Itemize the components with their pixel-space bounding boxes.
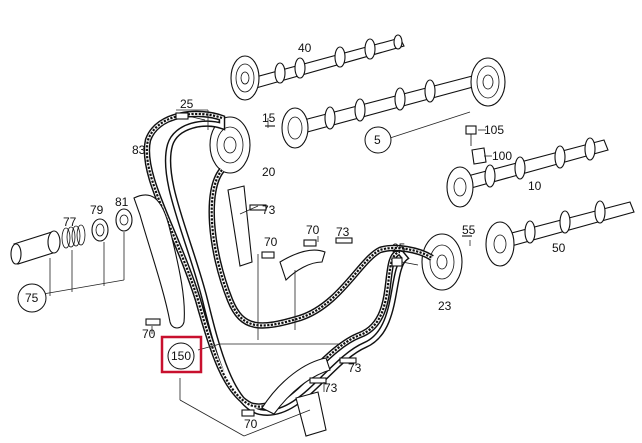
- callout-5-circle: [364, 126, 392, 154]
- pin-70-mid[interactable]: [261, 251, 275, 259]
- camshaft-10[interactable]: [459, 137, 609, 191]
- label-100: 100: [492, 149, 512, 163]
- callout-75-circle: [17, 283, 47, 313]
- label-105: 105: [484, 123, 504, 137]
- bolt-25-lower[interactable]: [391, 257, 419, 267]
- label-5: 5: [374, 133, 381, 147]
- label-81: 81: [115, 195, 129, 209]
- label-75: 75: [25, 291, 39, 305]
- label-15: 15: [262, 111, 276, 125]
- sprocket-15[interactable]: [281, 107, 309, 149]
- timing-chain-83[interactable]: [143, 110, 434, 416]
- tensioning-rail[interactable]: [133, 194, 185, 329]
- label-20: 20: [262, 165, 276, 179]
- cam-adjuster-5[interactable]: [470, 57, 506, 107]
- pin-73-lower-1[interactable]: [339, 357, 357, 364]
- leader-lines: [19, 109, 492, 437]
- label-73-lower-1: 73: [348, 361, 362, 375]
- pin-73-upper[interactable]: [249, 204, 267, 211]
- label-40: 40: [298, 41, 312, 55]
- bolt-25-upper[interactable]: [175, 112, 206, 121]
- pin-73-right[interactable]: [335, 237, 353, 244]
- callout-150-highlight: [160, 335, 203, 374]
- label-150: 150: [171, 349, 191, 363]
- sprocket-10[interactable]: [446, 166, 474, 208]
- label-70-mid: 70: [264, 235, 278, 249]
- label-25-upper: 25: [180, 97, 194, 111]
- spring-77[interactable]: [61, 224, 86, 249]
- label-50: 50: [552, 241, 566, 255]
- part-100[interactable]: [471, 147, 487, 165]
- camshaft-5[interactable]: [295, 73, 485, 135]
- callout-150-circle: [167, 342, 195, 370]
- label-77: 77: [63, 215, 77, 229]
- pin-70-bottom[interactable]: [241, 409, 255, 417]
- label-83: 83: [132, 143, 146, 157]
- camshaft-40[interactable]: [251, 34, 405, 89]
- chain-tensioner-75[interactable]: [10, 230, 61, 265]
- pin-70-right[interactable]: [303, 239, 317, 247]
- label-70-right: 70: [306, 223, 320, 237]
- label-70-bottom: 70: [244, 417, 258, 431]
- label-79: 79: [90, 203, 104, 217]
- camshaft-50[interactable]: [499, 200, 635, 249]
- guide-rail-lower[interactable]: [261, 357, 331, 437]
- pin-73-lower-2[interactable]: [309, 377, 327, 384]
- label-73-upper: 73: [262, 203, 276, 217]
- sprocket-23[interactable]: [421, 233, 463, 291]
- label-10: 10: [528, 179, 542, 193]
- label-25-lower: 25: [392, 241, 406, 255]
- label-73-right: 73: [336, 225, 350, 239]
- sprocket-20[interactable]: [209, 116, 251, 174]
- ring-79[interactable]: [91, 218, 109, 242]
- sprocket-50[interactable]: [485, 221, 515, 267]
- label-70-left: 70: [142, 327, 156, 341]
- label-23: 23: [438, 299, 452, 313]
- guide-rail-right[interactable]: [279, 249, 326, 282]
- label-55: 55: [462, 223, 476, 237]
- label-73-lower-2: 73: [324, 381, 338, 395]
- bolt-105[interactable]: [465, 125, 477, 146]
- sprocket-40[interactable]: [230, 55, 260, 101]
- plug-81[interactable]: [115, 208, 133, 232]
- guide-rail-center[interactable]: [227, 185, 253, 267]
- pin-70-left[interactable]: [145, 318, 161, 326]
